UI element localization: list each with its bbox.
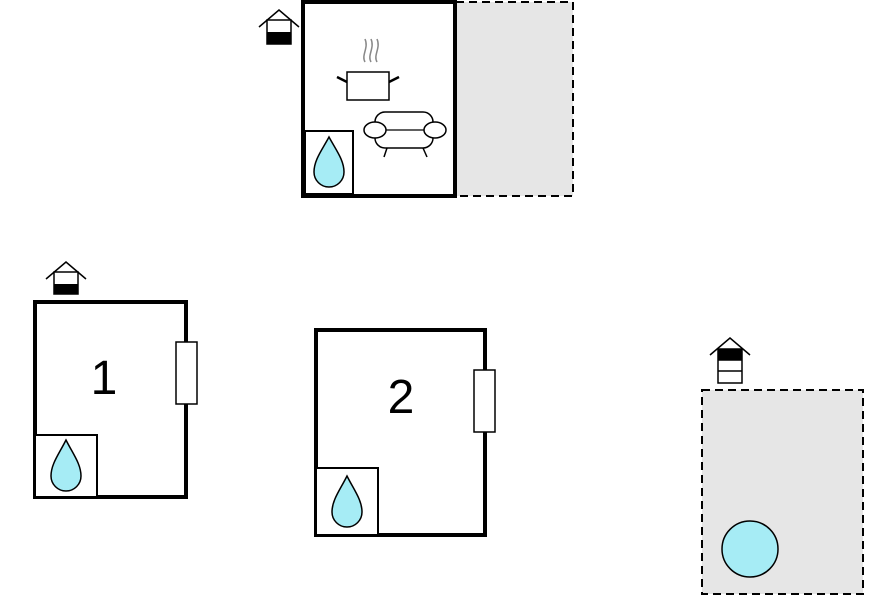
bathroom-bedroom-1 — [34, 434, 98, 498]
bathroom-top — [304, 130, 354, 195]
kitchen-pot-icon — [336, 38, 400, 101]
house-multi-floor-icon — [709, 337, 751, 384]
pool-icon — [721, 520, 779, 578]
water-drop-icon — [313, 135, 345, 188]
house-ground-floor-icon — [45, 261, 87, 295]
room-number-2: 2 — [388, 371, 415, 424]
terrace-area — [455, 1, 574, 197]
water-drop-icon — [50, 438, 82, 492]
house-ground-floor-icon — [258, 9, 300, 45]
water-drop-icon — [331, 474, 363, 528]
window-bedroom-2 — [473, 369, 496, 433]
sofa-icon — [363, 111, 447, 158]
room-number-1: 1 — [91, 352, 118, 405]
bathroom-bedroom-2 — [315, 467, 379, 536]
window-bedroom-1 — [175, 341, 198, 405]
pool-area — [701, 389, 864, 595]
